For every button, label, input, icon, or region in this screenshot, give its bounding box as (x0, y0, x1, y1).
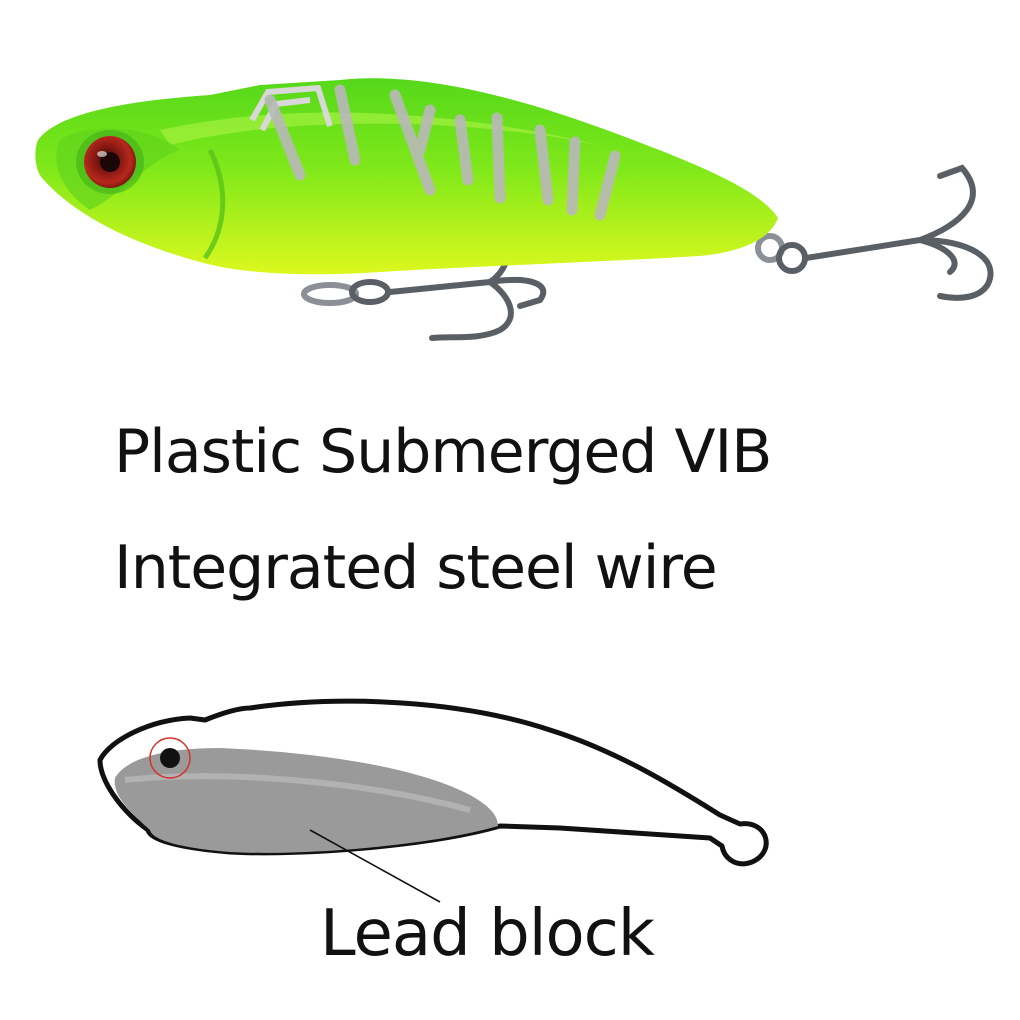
eye-marker-ring (149, 737, 191, 779)
caption-product-type: Plastic Submerged VIB (114, 417, 772, 487)
rear-treble-hook (755, 164, 994, 301)
vib-lure-illustration (35, 78, 994, 341)
lure-body (35, 78, 779, 275)
eye-marker-dot (160, 748, 180, 768)
lure-cross-section-diagram (97, 698, 769, 903)
lead-block-leader (309, 829, 441, 903)
label-lead-block: Lead block (320, 897, 655, 971)
lure-eye (76, 130, 144, 194)
tiger-stripes (264, 84, 621, 221)
caption-steel-wire: Integrated steel wire (114, 533, 718, 603)
